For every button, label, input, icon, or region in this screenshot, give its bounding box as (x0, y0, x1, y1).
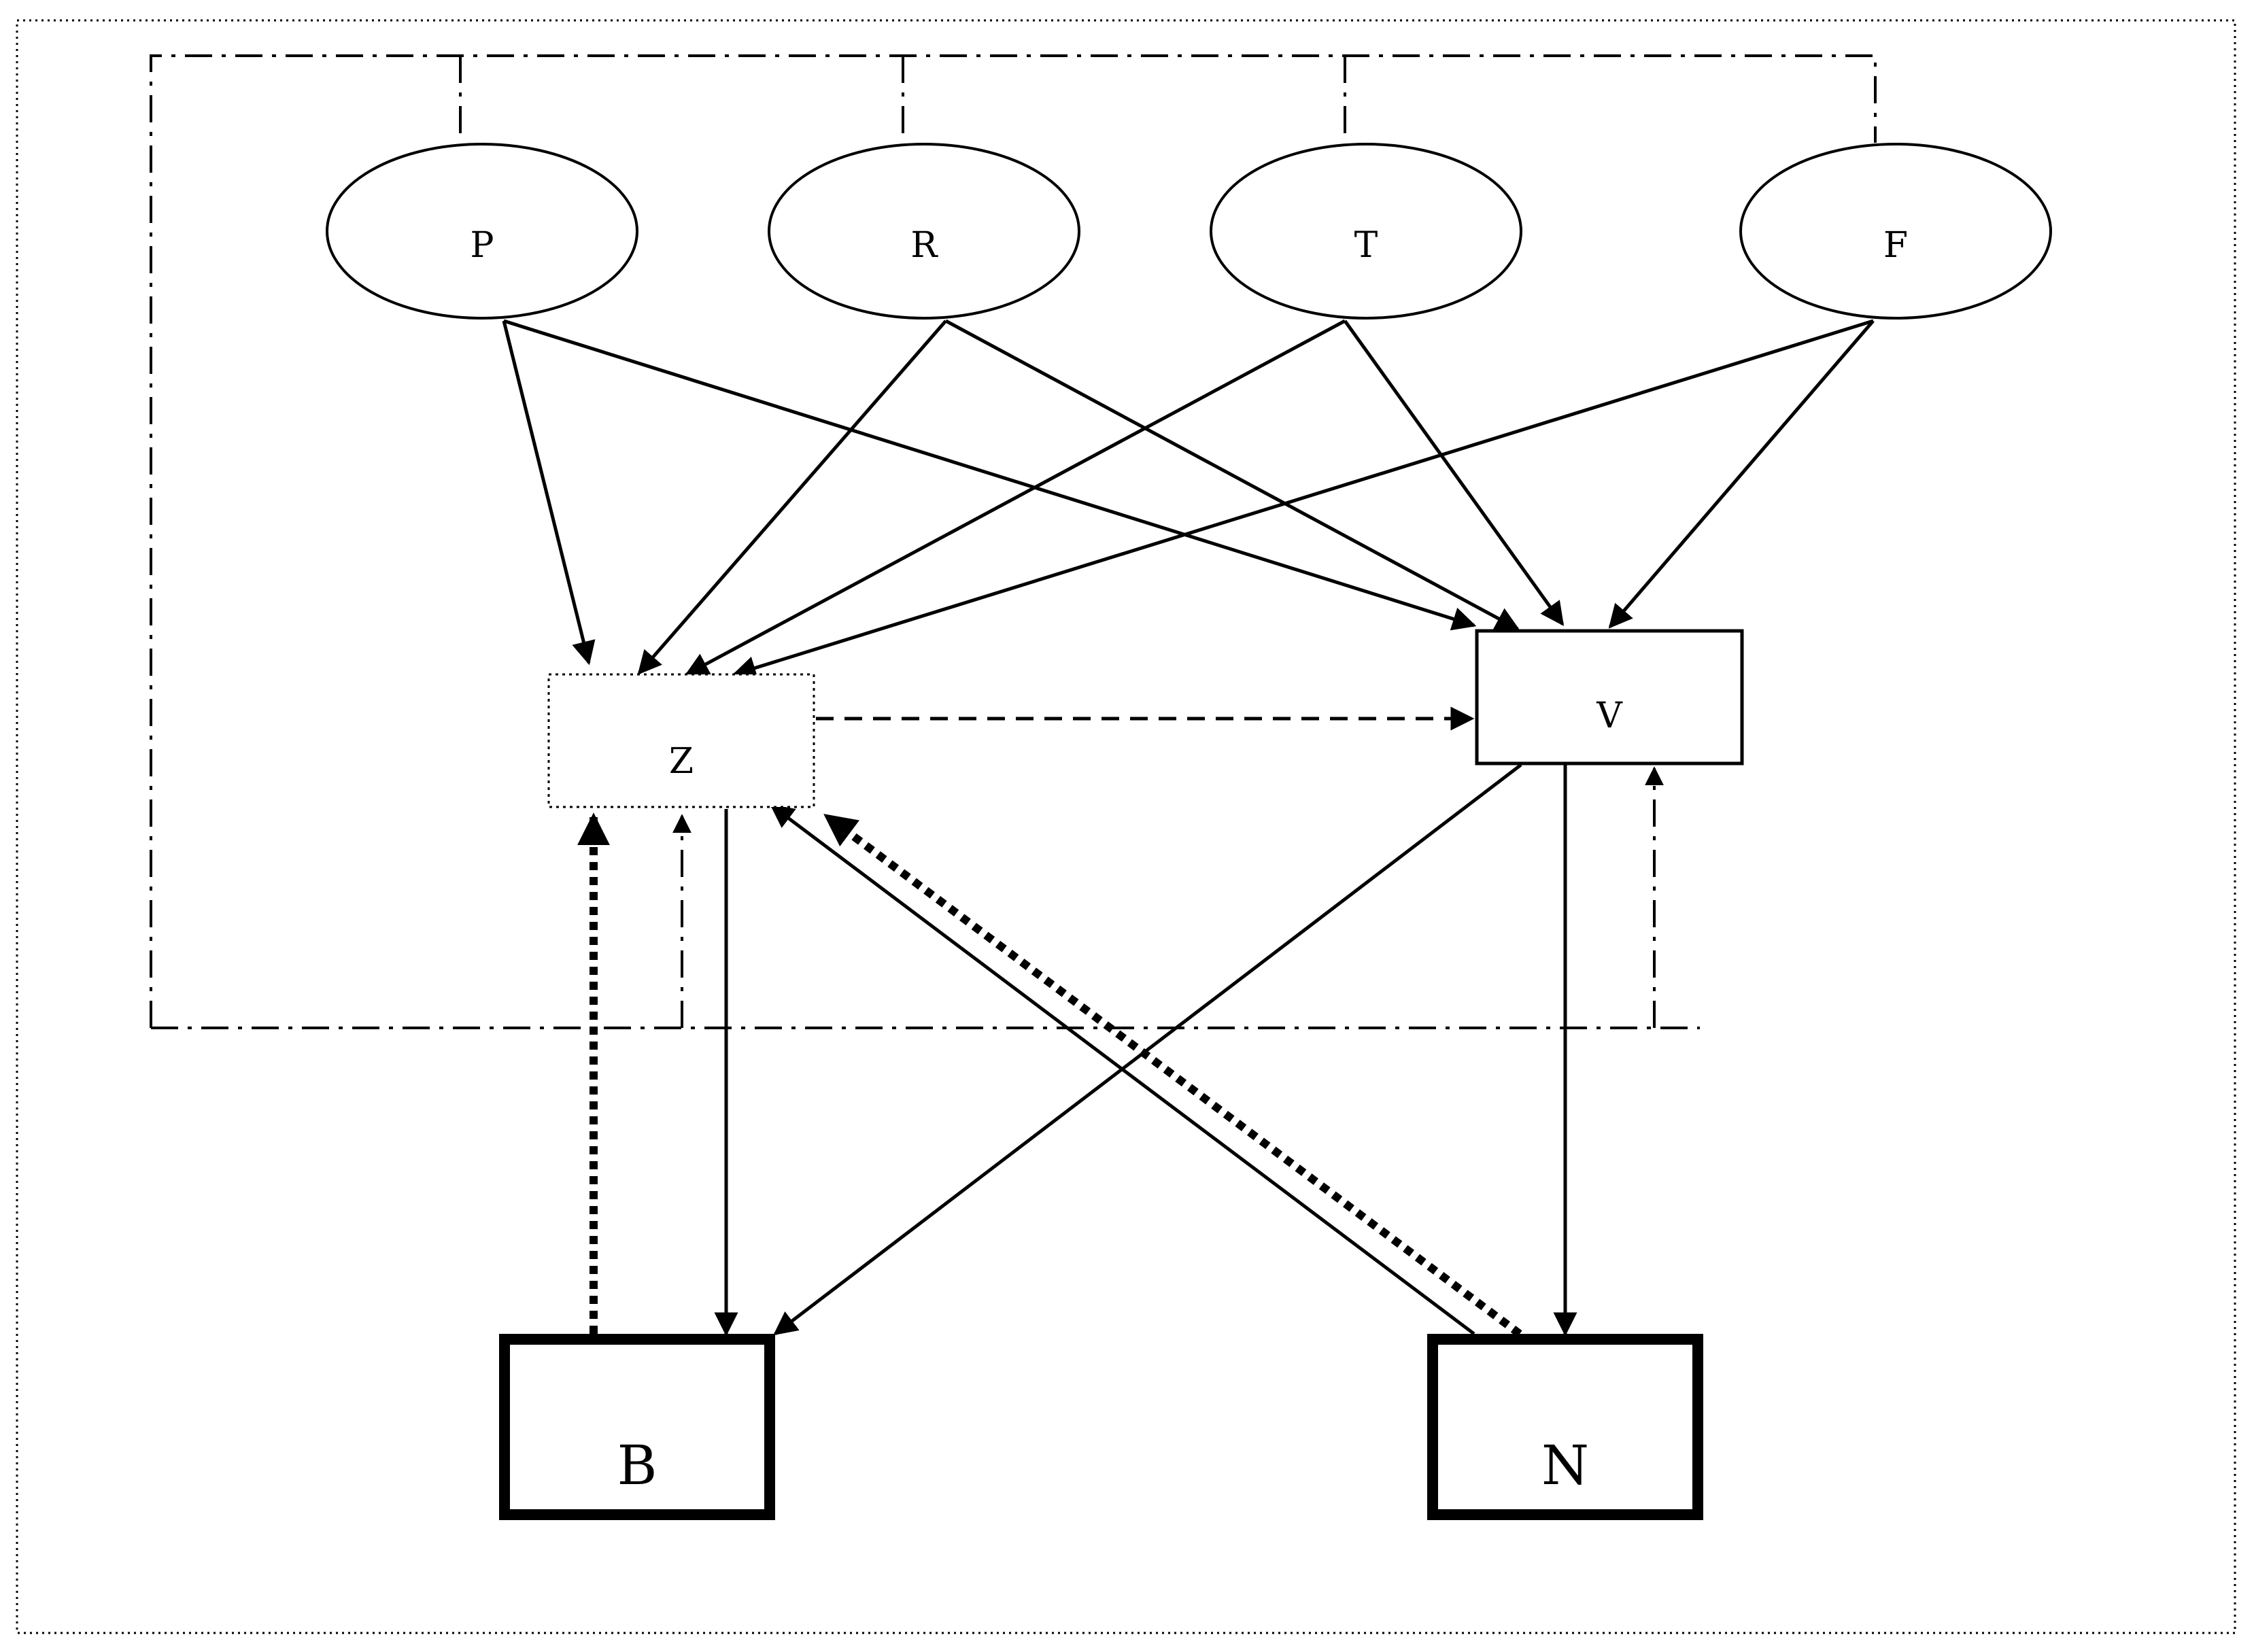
node-p-label: P (471, 225, 494, 266)
feedback-bus (150, 54, 1877, 1029)
edge-p-z (502, 320, 596, 666)
edge-n-z (770, 804, 1475, 1335)
node-v-shape (1475, 629, 1744, 765)
edge-n-z-dotted (823, 812, 1522, 1337)
node-f-label: F (1883, 225, 1908, 266)
node-v-label: V (1596, 695, 1623, 736)
outer-frame (16, 19, 2236, 1634)
node-b: B (499, 1334, 775, 1520)
edge-v-b (773, 763, 1522, 1336)
node-n-shape (1427, 1334, 1703, 1520)
edge-r-v (944, 319, 1520, 631)
node-f-shape (1739, 143, 2052, 320)
edge-t-z (684, 319, 1346, 676)
node-v: V (1475, 629, 1744, 765)
node-n: N (1427, 1334, 1703, 1520)
node-p: P (326, 143, 638, 320)
feedback-top-line (150, 54, 1877, 1028)
node-t-label: T (1354, 225, 1378, 266)
edge-t-v (1343, 320, 1565, 626)
edges-top (502, 319, 1875, 680)
edge-f-v (1608, 320, 1875, 629)
edge-f-z (732, 319, 1874, 680)
node-n-label: N (1541, 1434, 1589, 1497)
node-z-shape (547, 673, 815, 808)
node-p-shape (326, 143, 638, 320)
edge-r-z (637, 320, 947, 675)
edges-bottom (577, 706, 1577, 1337)
node-t-shape (1210, 143, 1522, 320)
node-r-label: R (910, 225, 938, 266)
node-t: T (1210, 143, 1522, 320)
node-b-shape (499, 1334, 775, 1520)
node-f: F (1739, 143, 2052, 320)
node-b-label: B (617, 1434, 658, 1497)
node-z: Z (547, 673, 815, 808)
node-z-label: Z (669, 741, 694, 782)
edge-p-v (503, 319, 1477, 631)
node-r-shape (768, 143, 1080, 320)
node-r: R (768, 143, 1080, 320)
